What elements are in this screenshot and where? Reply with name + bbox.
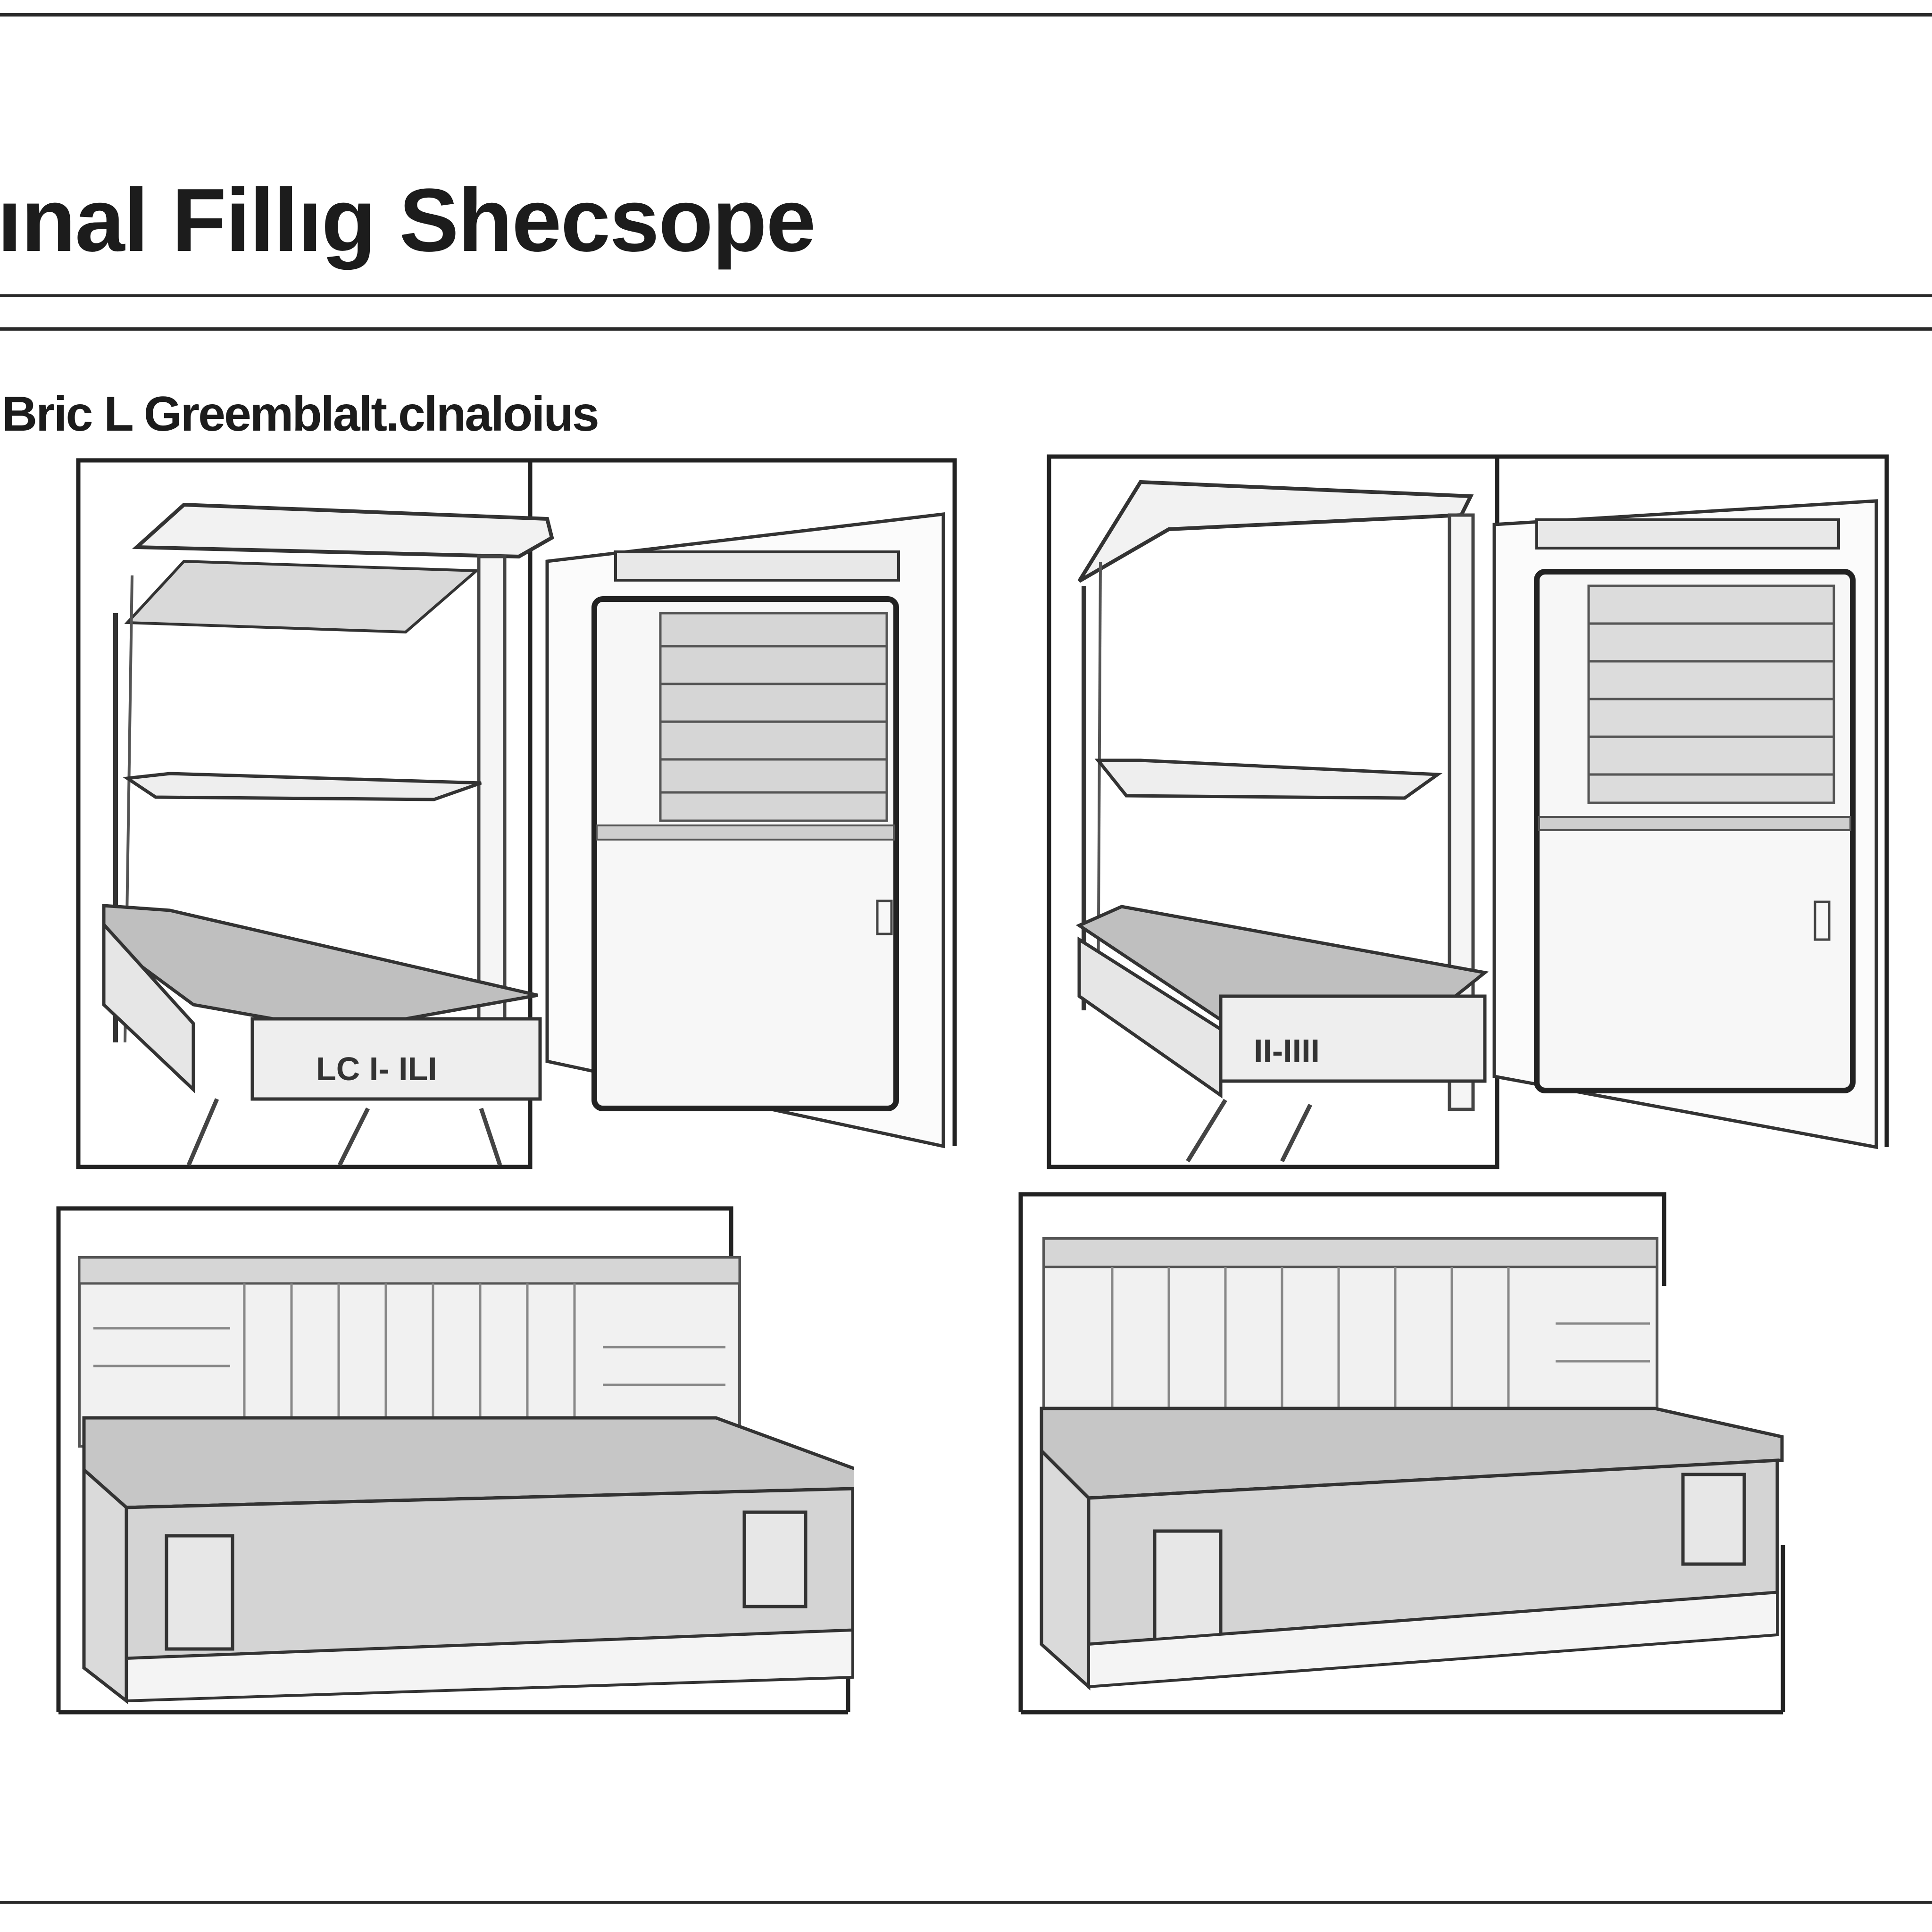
title-underline-rule [0,294,1932,297]
figure-storage-bench-1 [56,1206,854,1715]
top-rule [0,13,1932,17]
figure-open-cabinet-2: II-IIII [1046,454,1890,1170]
section-heading: Bric L Greemblalt.clnaloius [2,387,600,441]
open-cabinet-2-drawing: II-IIII [1047,454,1889,1169]
open-cabinet-1-drawing: LC I- ILI [76,458,957,1169]
storage-bench-2-drawing [1018,1192,1785,1715]
page-title: ınal Fillıg Shecsope [0,170,816,270]
section-divider-rule [0,327,1932,331]
drawer-label: LC I- ILI [316,1050,437,1087]
storage-bench-1-drawing [56,1206,854,1715]
figure-open-cabinet-1: LC I- ILI [75,458,958,1170]
drawer-label: II-IIII [1254,1033,1320,1069]
figure-storage-bench-2 [1018,1191,1787,1715]
bottom-rule [0,1901,1932,1904]
